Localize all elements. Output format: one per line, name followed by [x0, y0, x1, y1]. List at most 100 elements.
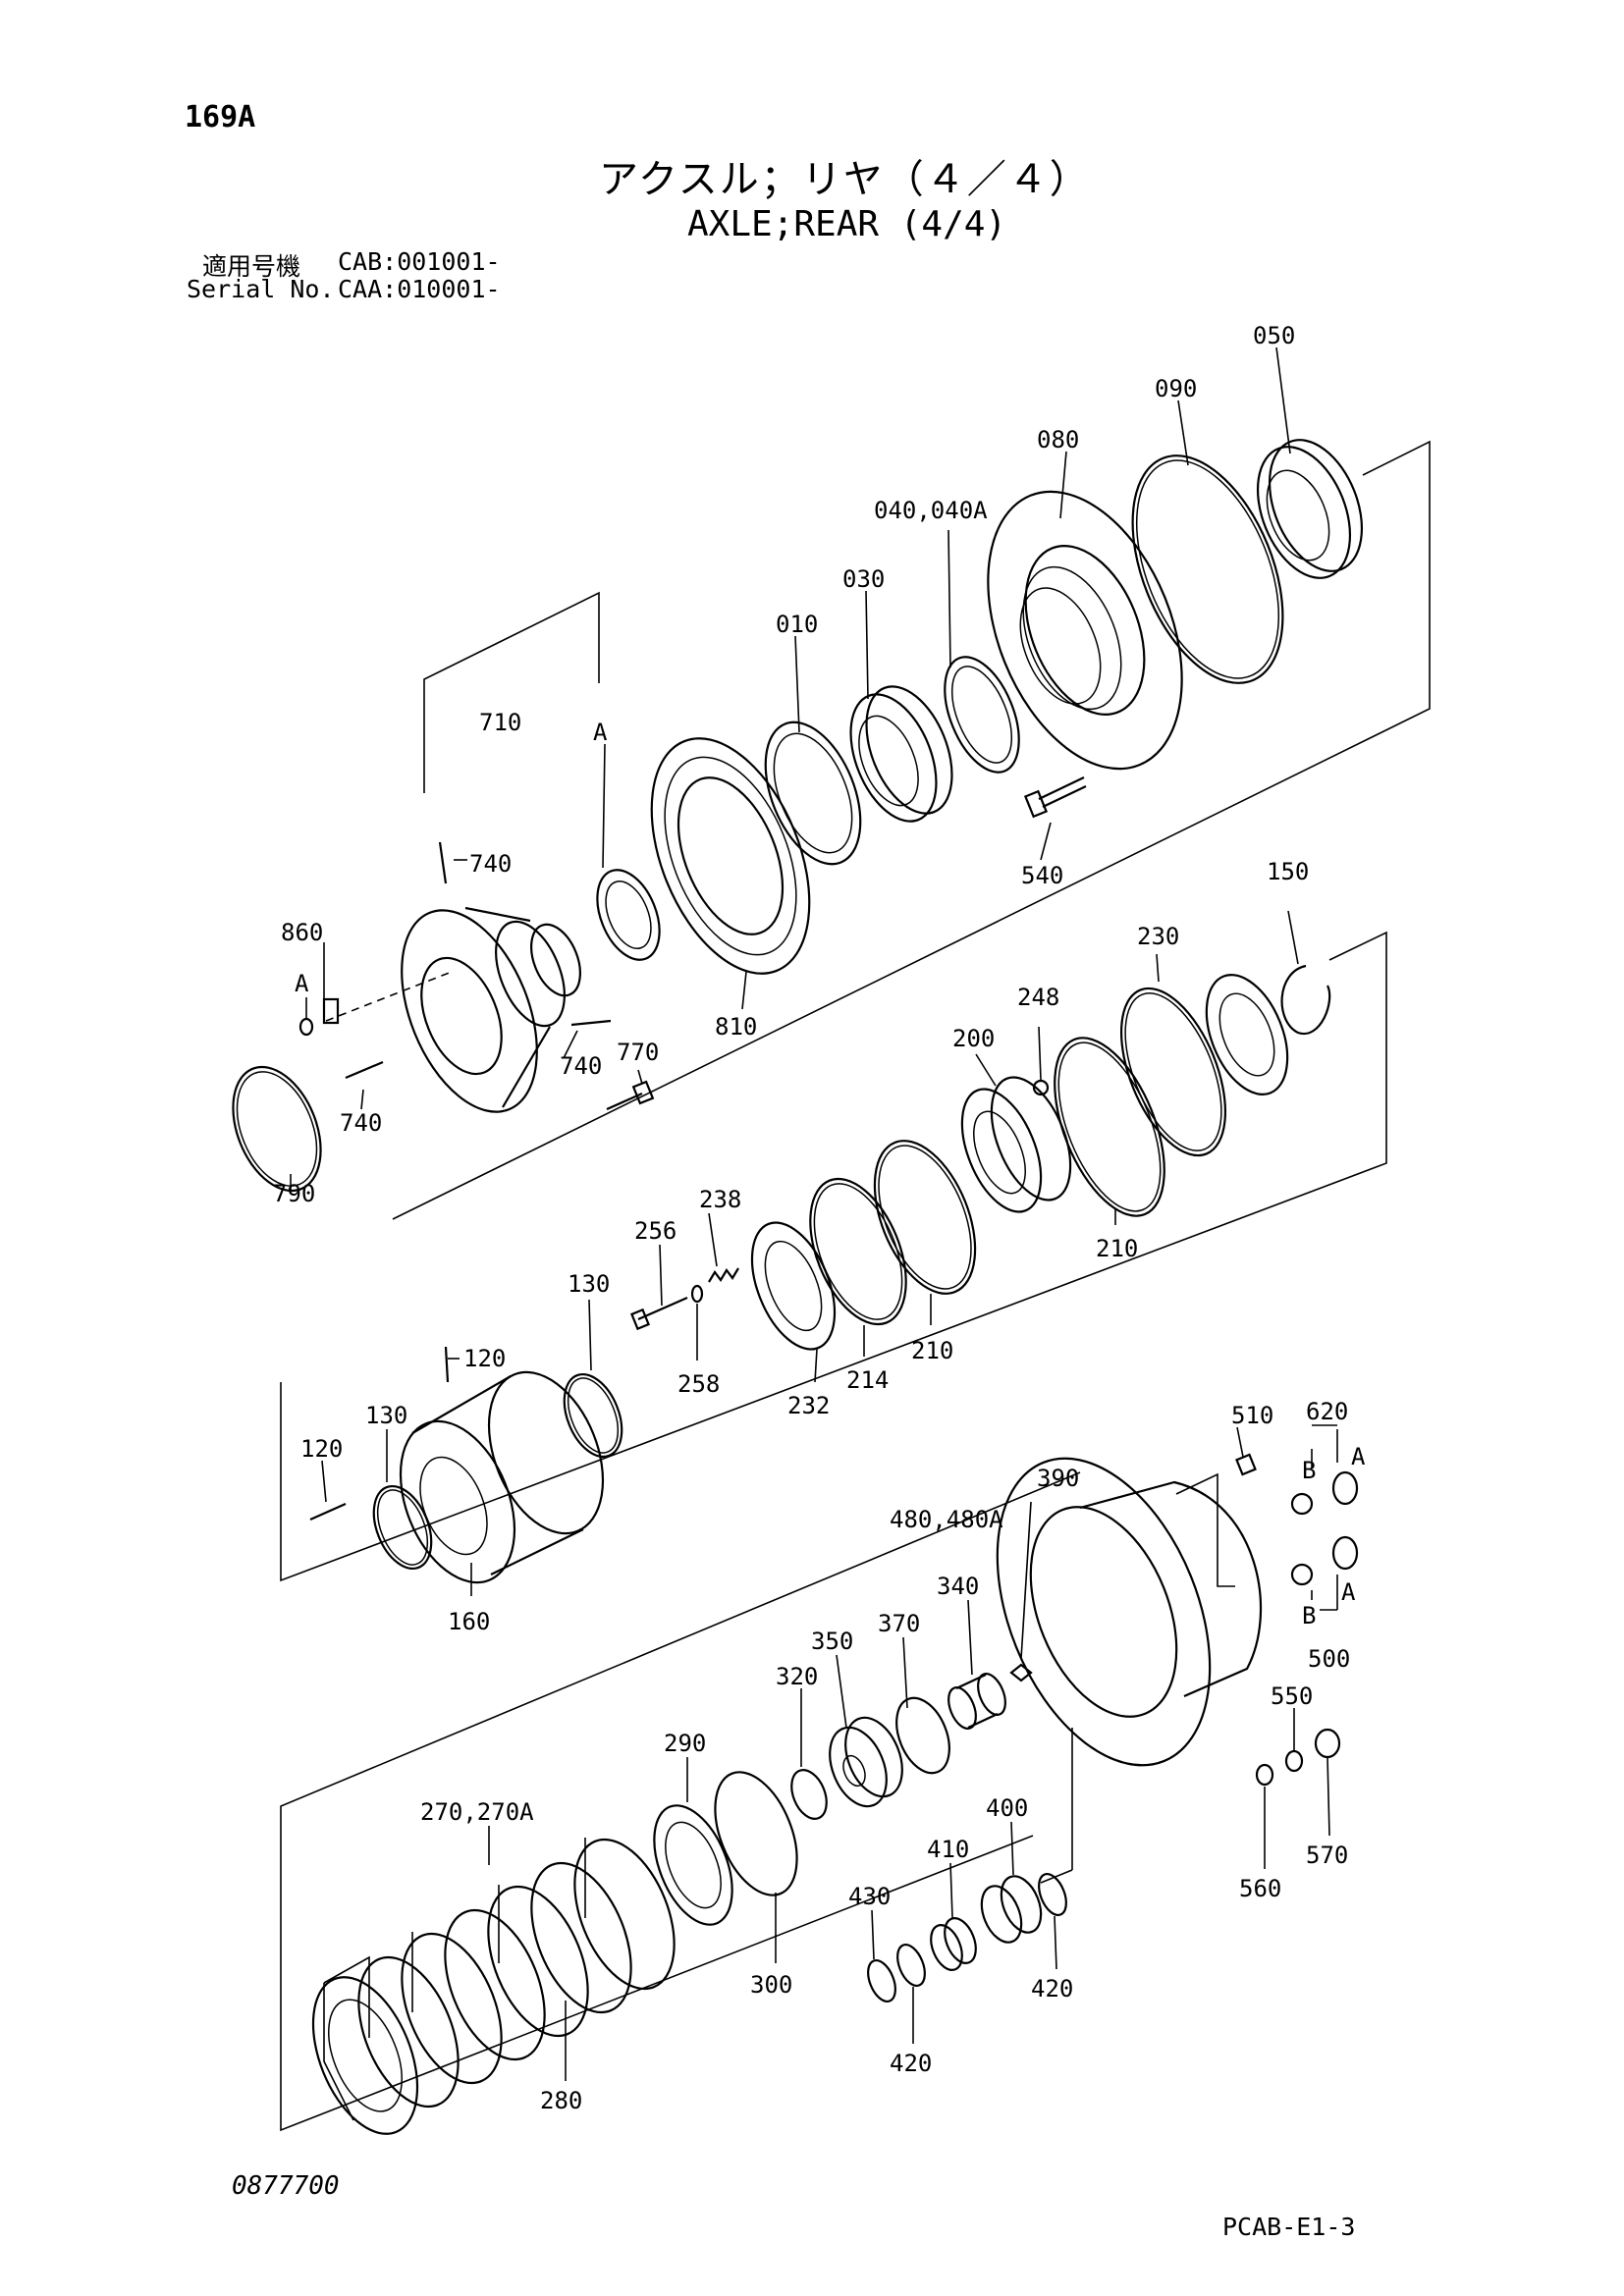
serial-label-english: Serial No.	[187, 275, 335, 303]
part-030-bearing	[849, 685, 953, 823]
label-370: 370	[878, 1610, 920, 1637]
part-510-bolt	[1235, 1453, 1257, 1476]
label-248: 248	[1017, 984, 1059, 1011]
label-232: 232	[787, 1392, 830, 1419]
assembly-axis-line	[325, 971, 453, 1022]
part-320-washer	[790, 1769, 828, 1820]
part-540-bolt	[1023, 776, 1087, 819]
part-620-plug	[1290, 1470, 1359, 1516]
part-350-gear	[829, 1716, 903, 1808]
label-A-left: A	[295, 970, 309, 997]
section-outlines	[280, 440, 1431, 2132]
part-290-plate	[653, 1804, 733, 1926]
label-130-top: 130	[568, 1270, 610, 1298]
part-232-plate	[750, 1221, 837, 1351]
part-090-o-ring	[1131, 454, 1284, 684]
label-270: 270,270A	[420, 1798, 534, 1826]
part-370-snap-ring	[895, 1696, 950, 1775]
label-510: 510	[1231, 1402, 1273, 1429]
label-400: 400	[986, 1794, 1028, 1822]
part-160-cylinder	[399, 1370, 605, 1584]
serial-value-caa: CAA:010001-	[338, 275, 501, 303]
label-010: 010	[776, 611, 818, 638]
label-B-top: B	[1302, 1457, 1316, 1484]
label-320: 320	[776, 1663, 818, 1690]
page-number: 169A	[185, 100, 256, 134]
label-150: 150	[1267, 858, 1309, 885]
label-860: 860	[281, 919, 323, 946]
label-770: 770	[617, 1039, 659, 1066]
label-120-top: 120	[463, 1345, 506, 1372]
label-120-left: 120	[300, 1435, 343, 1463]
label-420-bottom: 420	[890, 2050, 932, 2077]
part-270-280-clutch-discs	[311, 1838, 676, 2135]
label-B-bottom: B	[1302, 1602, 1316, 1629]
label-A-top: A	[593, 719, 608, 746]
leader-lines	[290, 347, 1338, 2081]
part-labels: 050 090 080 040,040A 030 010 710 A 740 8…	[273, 322, 1366, 2114]
label-740-mid: 740	[560, 1052, 602, 1080]
label-238: 238	[699, 1186, 741, 1213]
label-200: 200	[952, 1025, 995, 1052]
label-500: 500	[1308, 1645, 1350, 1673]
part-040-race	[944, 656, 1020, 774]
part-400-gear	[980, 1875, 1043, 1944]
label-300: 300	[750, 1971, 792, 1999]
part-200-piston	[960, 1076, 1072, 1213]
part-710-flange-shaft	[401, 906, 581, 1113]
label-350: 350	[811, 1628, 853, 1655]
part-A-nut	[596, 869, 661, 961]
part-770-bolt	[606, 1080, 655, 1111]
part-420-430-rings	[867, 1873, 1067, 2002]
title-english: AXLE;REAR (4/4)	[687, 204, 1007, 244]
label-280: 280	[540, 2087, 582, 2114]
part-130-o-ring	[563, 1372, 623, 1459]
label-340: 340	[937, 1573, 979, 1600]
part-238-spring	[708, 1267, 739, 1283]
part-150-snap-ring	[1280, 964, 1331, 1036]
part-390-housing	[996, 1457, 1263, 1767]
label-258: 258	[677, 1370, 720, 1398]
label-410: 410	[927, 1836, 969, 1863]
part-130-o-ring-left	[372, 1484, 433, 1571]
label-570: 570	[1306, 1842, 1348, 1869]
label-040: 040,040A	[874, 497, 988, 524]
part-248-plug	[1032, 1079, 1050, 1096]
title-japanese: アクスル；リヤ（４／４）	[599, 157, 1091, 202]
label-810: 810	[715, 1013, 757, 1041]
figure-code: 0877700	[232, 2171, 340, 2201]
label-540: 540	[1021, 862, 1063, 889]
part-300-snap-ring	[714, 1771, 798, 1896]
sheet-code: PCAB-E1-3	[1222, 2213, 1356, 2241]
label-740-left: 740	[340, 1109, 382, 1137]
part-ring-gear-150	[1205, 974, 1289, 1095]
label-290: 290	[664, 1730, 706, 1757]
part-340-gear	[947, 1673, 1006, 1730]
part-480-washer	[1009, 1663, 1033, 1682]
label-080: 080	[1037, 426, 1079, 454]
label-214: 214	[846, 1366, 889, 1394]
part-214-ring	[809, 1177, 907, 1326]
label-A-upper-right: A	[1351, 1443, 1366, 1470]
part-550-560-570	[1255, 1728, 1341, 1787]
label-160: 160	[448, 1608, 490, 1635]
part-256-bolt	[630, 1296, 688, 1331]
label-210-mid: 210	[911, 1337, 953, 1364]
label-210-right: 210	[1096, 1235, 1138, 1262]
part-230-o-ring	[1119, 987, 1227, 1157]
label-740-top: 740	[469, 850, 512, 878]
part-500-plug	[1290, 1535, 1359, 1586]
part-410-bearing	[930, 1917, 977, 1971]
part-810-seal-plate	[650, 737, 811, 975]
label-480: 480,480A	[890, 1506, 1003, 1533]
label-256: 256	[634, 1217, 677, 1245]
part-790-o-ring	[232, 1065, 322, 1193]
label-230: 230	[1137, 923, 1179, 950]
label-790: 790	[273, 1180, 315, 1207]
part-210-ring	[873, 1140, 977, 1295]
label-420-right: 420	[1031, 1975, 1073, 2002]
label-390: 390	[1037, 1465, 1079, 1492]
serial-label-japanese: 適用号機	[202, 252, 301, 281]
label-620: 620	[1306, 1398, 1348, 1425]
